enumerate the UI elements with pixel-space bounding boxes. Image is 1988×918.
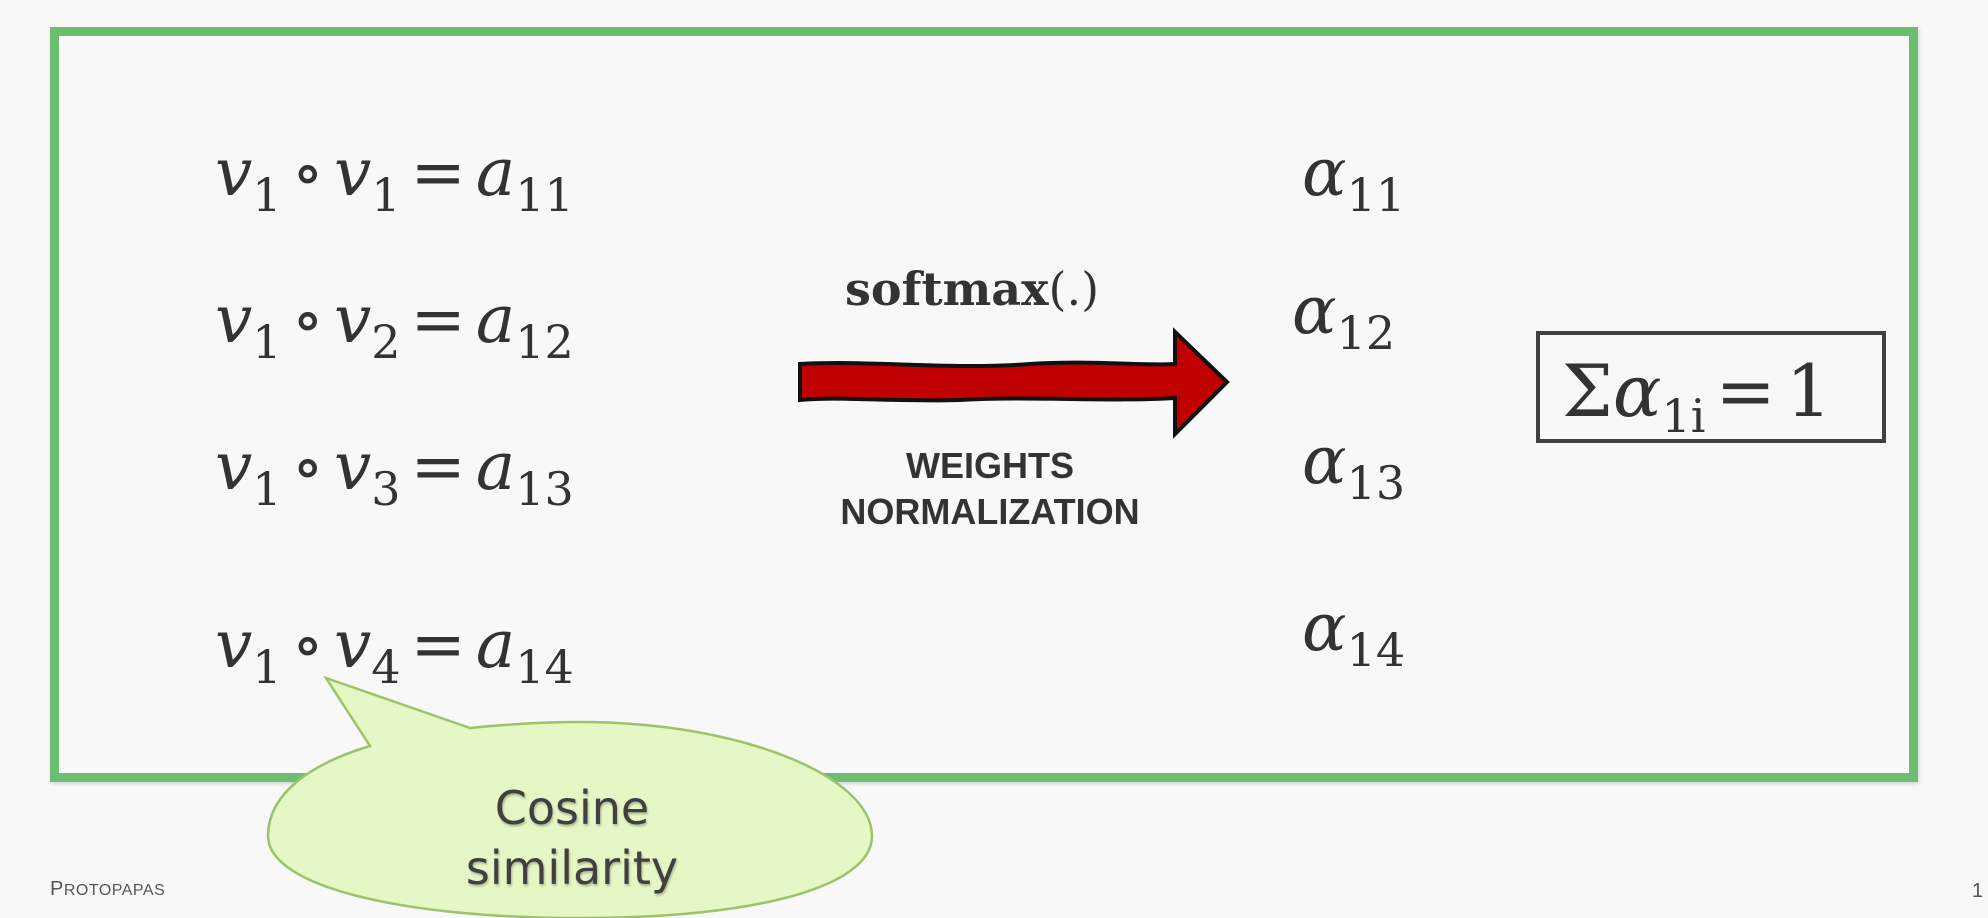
alpha-12: α12 <box>1292 272 1396 361</box>
alpha-13: α13 <box>1302 422 1406 511</box>
softmax-label: softmax(.) <box>845 262 1100 316</box>
speech-bubble <box>266 676 874 918</box>
arrow-shape <box>798 327 1230 439</box>
cosine-similarity-callout: Cosine similarity <box>465 781 679 895</box>
equation-row-2: v1∘v2=a12 <box>215 281 574 370</box>
alpha-11: α11 <box>1302 134 1406 223</box>
sum-constraint-box: Σα1i=1 <box>1536 331 1886 443</box>
speech-bubble-shape <box>266 676 874 918</box>
footer-author: PROTOPAPAS <box>50 878 166 900</box>
equation-row-3: v1∘v3=a13 <box>215 428 574 517</box>
equation-row-1: v1∘v1=a11 <box>215 134 574 223</box>
right-arrow-icon <box>798 327 1230 439</box>
weights-normalization-label: WEIGHTS NORMALIZATION <box>840 445 1140 532</box>
equation-row-4: v1∘v4=a14 <box>215 606 574 695</box>
sum-constraint-formula: Σα1i=1 <box>1562 349 1832 444</box>
highlight-frame <box>50 27 1918 782</box>
page-number: 1 <box>1972 880 1984 902</box>
alpha-14: α14 <box>1302 589 1406 678</box>
